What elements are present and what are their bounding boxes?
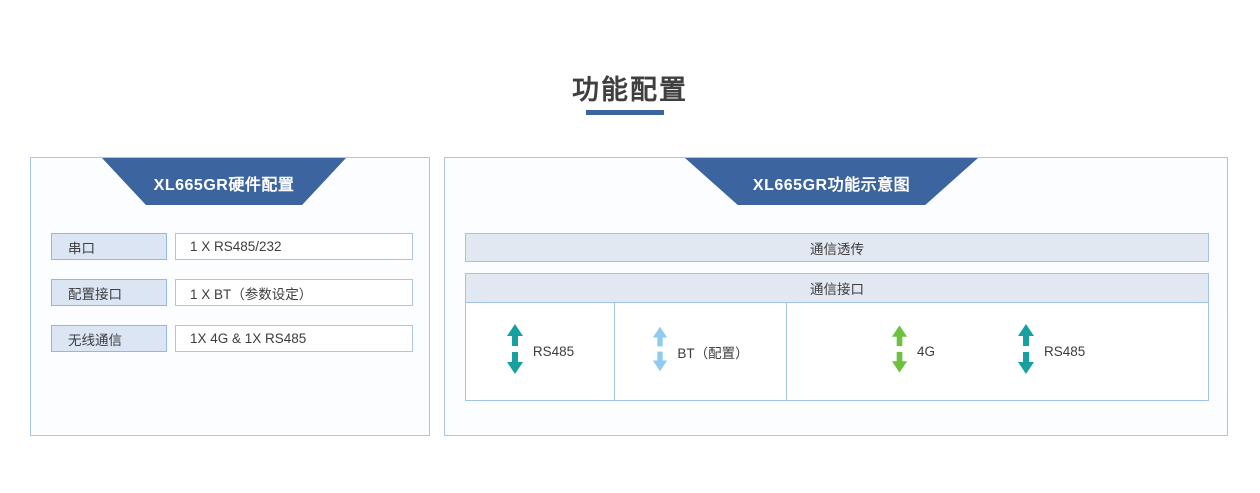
double-arrow-vertical-icon — [1017, 324, 1035, 379]
hardware-config-banner: XL665GR硬件配置 — [102, 158, 346, 205]
double-arrow-vertical-icon — [506, 324, 524, 379]
table-row: 无线通信 1X 4G & 1X RS485 — [51, 325, 413, 352]
signal-rs485-wireless: RS485 — [1017, 324, 1085, 379]
page-title: 功能配置 — [572, 75, 688, 105]
page-title-underline — [586, 110, 664, 115]
signal-rs485: RS485 — [506, 324, 574, 379]
interface-cell-rs485: RS485 — [466, 303, 615, 400]
hardware-config-panel: XL665GR硬件配置 串口 1 X RS485/232 配置接口 1 X BT… — [30, 157, 430, 436]
communication-interface-band: 通信接口 — [466, 274, 1208, 303]
transparent-transmission-band: 通信透传 — [465, 233, 1209, 262]
signal-label: 4G — [917, 344, 936, 359]
signal-label: BT（配置） — [677, 345, 749, 361]
function-diagram: 通信透传 通信接口 RS485 — [465, 233, 1209, 401]
table-row: 配置接口 1 X BT（参数设定） — [51, 279, 413, 306]
interface-cell-wireless: 4G RS485 — [787, 303, 1208, 400]
interface-cells: RS485 BT（配置） — [466, 303, 1208, 400]
spec-label: 串口 — [51, 233, 167, 260]
signal-label: RS485 — [532, 344, 575, 359]
double-arrow-vertical-icon — [652, 324, 668, 379]
function-diagram-banner: XL665GR功能示意图 — [685, 158, 978, 205]
communication-interface-group: 通信接口 RS485 — [465, 273, 1209, 401]
spec-label: 无线通信 — [51, 325, 167, 352]
double-arrow-vertical-icon — [891, 324, 908, 379]
signal-4g: 4G — [891, 324, 935, 379]
function-diagram-panel: XL665GR功能示意图 通信透传 通信接口 RS485 — [444, 157, 1228, 436]
spec-value: 1 X BT（参数设定） — [175, 279, 413, 306]
spec-value: 1X 4G & 1X RS485 — [175, 325, 413, 352]
spec-value: 1 X RS485/232 — [175, 233, 413, 260]
hardware-spec-list: 串口 1 X RS485/232 配置接口 1 X BT（参数设定） 无线通信 … — [51, 233, 413, 371]
signal-bt: BT（配置） — [652, 324, 749, 379]
spec-label: 配置接口 — [51, 279, 167, 306]
table-row: 串口 1 X RS485/232 — [51, 233, 413, 260]
signal-label: RS485 — [1044, 344, 1086, 359]
interface-cell-bt: BT（配置） — [615, 303, 787, 400]
